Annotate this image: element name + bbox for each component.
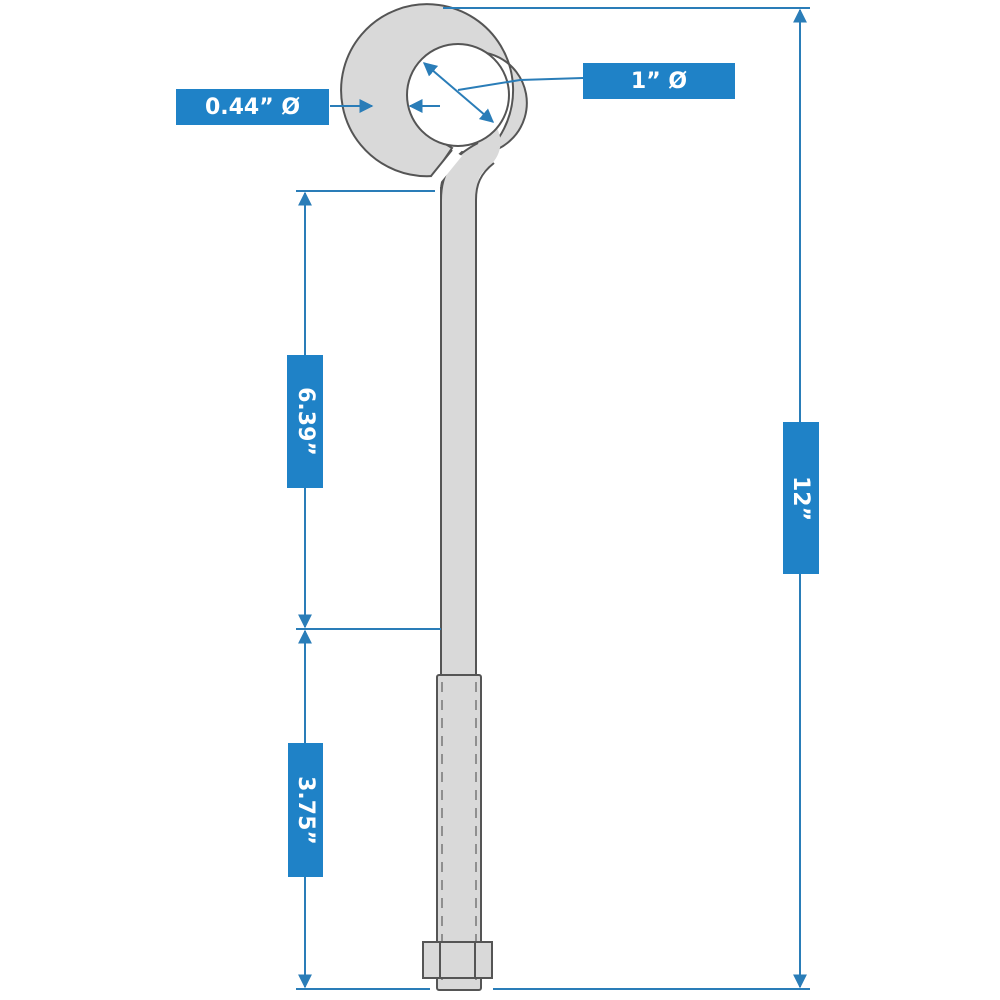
eye-bolt bbox=[340, 3, 528, 991]
eye-diameter-label: 1” Ø bbox=[583, 63, 735, 99]
eye-diameter-text: 1” Ø bbox=[630, 68, 688, 94]
bolt-neck bbox=[441, 128, 501, 200]
bolt-shaft bbox=[440, 187, 477, 677]
wire-diameter-label: 0.44” Ø bbox=[176, 89, 329, 125]
hex-nut bbox=[422, 941, 493, 979]
thread-length-text: 3.75” bbox=[293, 775, 318, 845]
overall-length-label: 12” bbox=[783, 422, 819, 574]
overall-length-text: 12” bbox=[788, 475, 814, 521]
shank-length-label: 6.39” bbox=[287, 355, 323, 488]
dimension-lines bbox=[296, 7, 810, 990]
thread-length-label: 3.75” bbox=[288, 743, 323, 877]
wire-diameter-text: 0.44” Ø bbox=[204, 94, 301, 120]
eye-hole bbox=[406, 43, 510, 147]
shank-length-text: 6.39” bbox=[292, 387, 318, 456]
threaded-section bbox=[436, 674, 482, 991]
